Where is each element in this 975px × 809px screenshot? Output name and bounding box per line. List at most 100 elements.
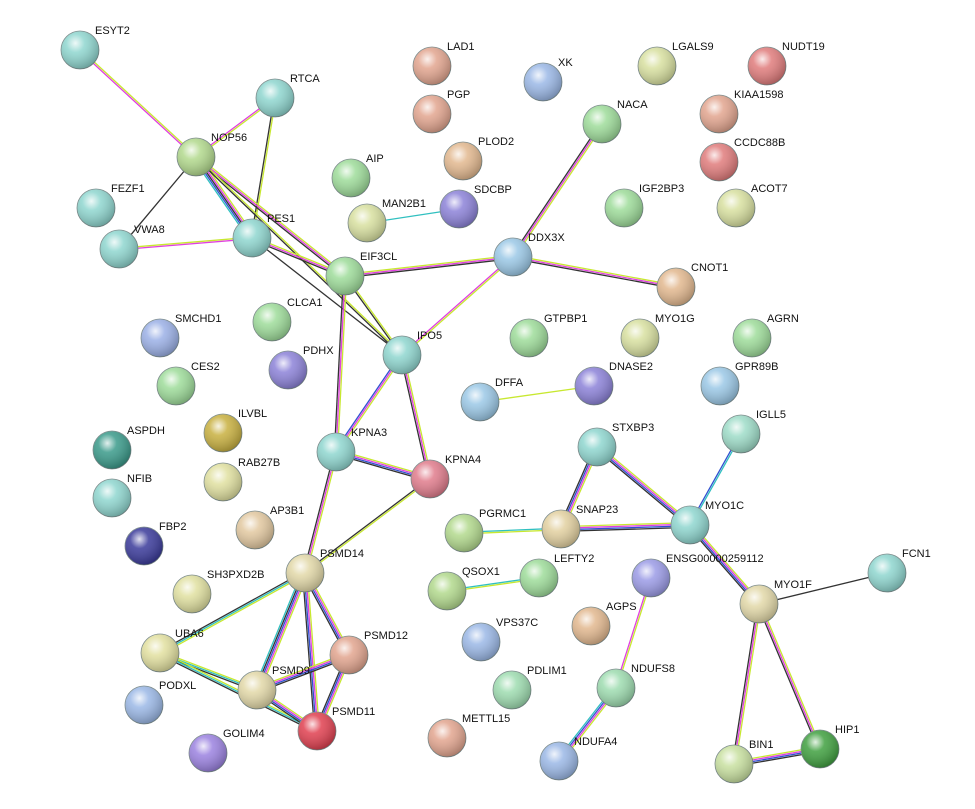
node-ddx3x[interactable]: DDX3X [493,232,565,277]
node-aip[interactable]: AIP [331,153,384,198]
node-dffa[interactable]: DFFA [460,377,524,422]
node-sphere[interactable] [444,513,484,553]
node-sphere[interactable] [329,635,369,675]
node-acot7[interactable]: ACOT7 [716,183,788,228]
edge-eif3cl-ddx3x[interactable] [344,254,514,279]
edge-snap23-myo1c[interactable] [560,521,691,533]
node-sphere[interactable] [99,229,139,269]
node-aspdh[interactable]: ASPDH [92,425,165,470]
node-sphere[interactable] [461,622,501,662]
node-nfib[interactable]: NFIB [92,473,152,518]
node-qsox1[interactable]: QSOX1 [427,566,500,611]
node-ndufa4[interactable]: NDUFA4 [539,736,617,781]
node-sphere[interactable] [237,670,277,710]
node-kiaa1598[interactable]: KIAA1598 [699,89,784,134]
node-pdlim1[interactable]: PDLIM1 [492,665,567,710]
node-sphere[interactable] [714,744,754,784]
node-fbp2[interactable]: FBP2 [124,521,187,566]
node-sphere[interactable] [699,94,739,134]
node-vwa8[interactable]: VWA8 [99,224,165,269]
node-sphere[interactable] [60,30,100,70]
edge-eif3cl-kpna3[interactable] [333,275,348,453]
node-sphere[interactable] [439,189,479,229]
node-ipo5[interactable]: IPO5 [382,330,442,375]
node-sphere[interactable] [203,413,243,453]
edge-myo1f-hip1[interactable] [756,603,823,750]
node-sphere[interactable] [140,318,180,358]
node-sphere[interactable] [382,335,422,375]
node-mettl15[interactable]: METTL15 [427,713,510,758]
node-sphere[interactable] [867,553,907,593]
node-sphere[interactable] [140,633,180,673]
node-sphere[interactable] [582,104,622,144]
node-fcn1[interactable]: FCN1 [867,548,931,593]
node-igll5[interactable]: IGLL5 [721,409,786,454]
node-rtca[interactable]: RTCA [255,73,320,118]
node-lefty2[interactable]: LEFTY2 [519,553,594,598]
node-gpr89b[interactable]: GPR89B [700,361,778,406]
node-ap3b1[interactable]: AP3B1 [235,505,304,550]
node-nudt19[interactable]: NUDT19 [747,41,825,86]
node-sphere[interactable] [509,318,549,358]
node-sphere[interactable] [732,318,772,358]
node-xk[interactable]: XK [523,57,573,102]
node-psmd11[interactable]: PSMD11 [297,706,375,751]
node-agrn[interactable]: AGRN [732,313,799,358]
node-snap23[interactable]: SNAP23 [541,504,618,549]
node-sphere[interactable] [232,218,272,258]
node-smchd1[interactable]: SMCHD1 [140,313,221,358]
node-ces2[interactable]: CES2 [156,361,220,406]
node-sphere[interactable] [188,733,228,773]
edge-esyt2-nop56[interactable] [79,48,197,159]
edge-naca-ddx3x[interactable] [511,122,604,259]
node-sphere[interactable] [700,366,740,406]
node-sphere[interactable] [574,366,614,406]
node-sphere[interactable] [604,188,644,228]
node-sphere[interactable] [172,574,212,614]
node-uba6[interactable]: UBA6 [140,628,204,673]
node-sphere[interactable] [747,46,787,86]
node-lad1[interactable]: LAD1 [412,41,475,86]
node-sphere[interactable] [721,414,761,454]
node-sphere[interactable] [412,46,452,86]
node-podxl[interactable]: PODXL [124,680,196,725]
node-myo1g[interactable]: MYO1G [620,313,695,358]
node-sphere[interactable] [541,509,581,549]
node-sphere[interactable] [76,188,116,228]
edge-pes1-ipo5[interactable] [251,237,403,356]
node-sphere[interactable] [539,741,579,781]
node-kpna4[interactable]: KPNA4 [410,454,481,499]
node-myo1f[interactable]: MYO1F [739,579,812,624]
node-sphere[interactable] [443,141,483,181]
node-sphere[interactable] [156,366,196,406]
node-sphere[interactable] [739,584,779,624]
node-sphere[interactable] [656,267,696,307]
node-sphere[interactable] [255,78,295,118]
node-ccdc88b[interactable]: CCDC88B [699,137,785,182]
node-sphere[interactable] [519,558,559,598]
edge-ipo5-kpna4[interactable] [399,354,433,480]
node-fezf1[interactable]: FEZF1 [76,183,145,228]
node-sphere[interactable] [716,188,756,228]
node-hip1[interactable]: HIP1 [800,724,859,769]
edge-kpna4-psmd14[interactable] [304,477,431,575]
node-sphere[interactable] [523,62,563,102]
edge-vwa8-pes1[interactable] [118,236,253,251]
node-sphere[interactable] [252,302,292,342]
node-sphere[interactable] [460,382,500,422]
node-sphere[interactable] [176,137,216,177]
edge-myo1f-fcn1[interactable] [758,572,888,605]
edge-ddx3x-cnot1[interactable] [512,254,677,290]
node-sphere[interactable] [235,510,275,550]
node-sphere[interactable] [596,668,636,708]
node-sphere[interactable] [637,46,677,86]
node-sphere[interactable] [800,729,840,769]
node-plod2[interactable]: PLOD2 [443,136,514,181]
edge-kpna3-psmd14[interactable] [302,451,339,574]
edge-psmd14-psmd11[interactable] [301,572,321,732]
node-ndufs8[interactable]: NDUFS8 [596,663,675,708]
node-sphere[interactable] [410,459,450,499]
node-sh3pxd2b[interactable]: SH3PXD2B [172,569,264,614]
node-sphere[interactable] [285,553,325,593]
edge-psmd14-uba6[interactable] [158,571,307,655]
